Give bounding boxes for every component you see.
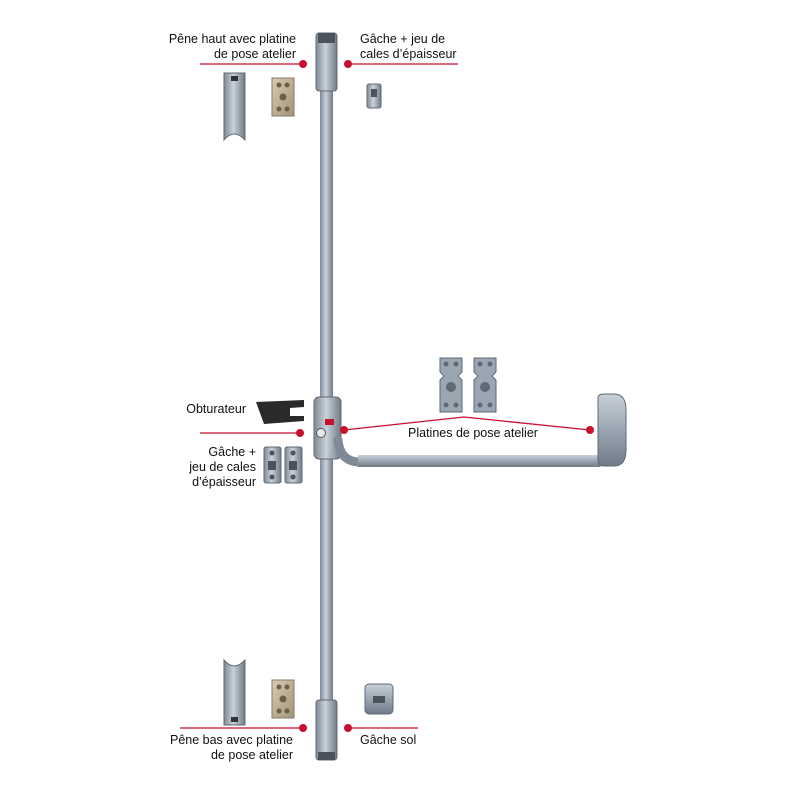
label-top-bolt-line1: Pêne haut avec platine bbox=[168, 32, 296, 46]
vertical-rod bbox=[315, 32, 338, 761]
floor-strike-part bbox=[364, 683, 394, 715]
label-bottom-bolt: Pêne bas avec platine de pose atelier bbox=[170, 733, 293, 763]
blanking-plate-part bbox=[256, 400, 304, 424]
callout-bottom-bolt bbox=[180, 724, 307, 732]
label-top-strike-line2: cales d’épaisseur bbox=[360, 47, 457, 61]
label-floor-strike-line1: Gâche sol bbox=[360, 733, 417, 747]
callout-top-strike bbox=[344, 60, 458, 68]
callout-mounting-plates bbox=[340, 416, 594, 434]
label-top-bolt-line2: de pose atelier bbox=[213, 47, 296, 61]
label-mid-strike-line2: jeu de cales bbox=[189, 460, 256, 474]
label-mounting-plates-line1: Platines de pose atelier bbox=[408, 426, 538, 440]
top-bolt-part bbox=[223, 72, 246, 142]
label-mid-strike-line3: d’épaisseur bbox=[192, 475, 256, 489]
callout-floor-strike bbox=[344, 724, 418, 732]
push-bar bbox=[333, 393, 627, 467]
bottom-mounting-plate bbox=[271, 679, 295, 719]
callout-top-bolt bbox=[200, 60, 307, 68]
label-floor-strike: Gâche sol bbox=[360, 733, 416, 748]
top-mounting-plate bbox=[271, 77, 295, 117]
mounting-plate-left bbox=[439, 357, 463, 413]
label-blanking-plate: Obturateur bbox=[186, 402, 246, 417]
label-top-strike-line1: Gâche + jeu de bbox=[360, 32, 446, 46]
label-bottom-bolt-line2: de pose atelier bbox=[210, 748, 293, 762]
bottom-bolt-part bbox=[223, 658, 246, 726]
label-blanking-plate-line1: Obturateur bbox=[186, 402, 246, 416]
top-strike-part bbox=[366, 83, 382, 109]
label-mid-strike-line1: Gâche + bbox=[208, 445, 256, 459]
label-bottom-bolt-line1: Pêne bas avec platine bbox=[169, 733, 293, 747]
label-top-bolt: Pêne haut avec platine de pose atelier bbox=[169, 32, 296, 62]
label-mounting-plates: Platines de pose atelier bbox=[408, 426, 538, 441]
callout-mid-strike bbox=[200, 429, 304, 437]
label-top-strike: Gâche + jeu de cales d’épaisseur bbox=[360, 32, 457, 62]
mounting-plate-right bbox=[473, 357, 497, 413]
label-mid-strike: Gâche + jeu de cales d’épaisseur bbox=[189, 445, 256, 490]
workshop-mounting-plates bbox=[439, 357, 497, 413]
mid-strike-parts bbox=[263, 446, 303, 484]
